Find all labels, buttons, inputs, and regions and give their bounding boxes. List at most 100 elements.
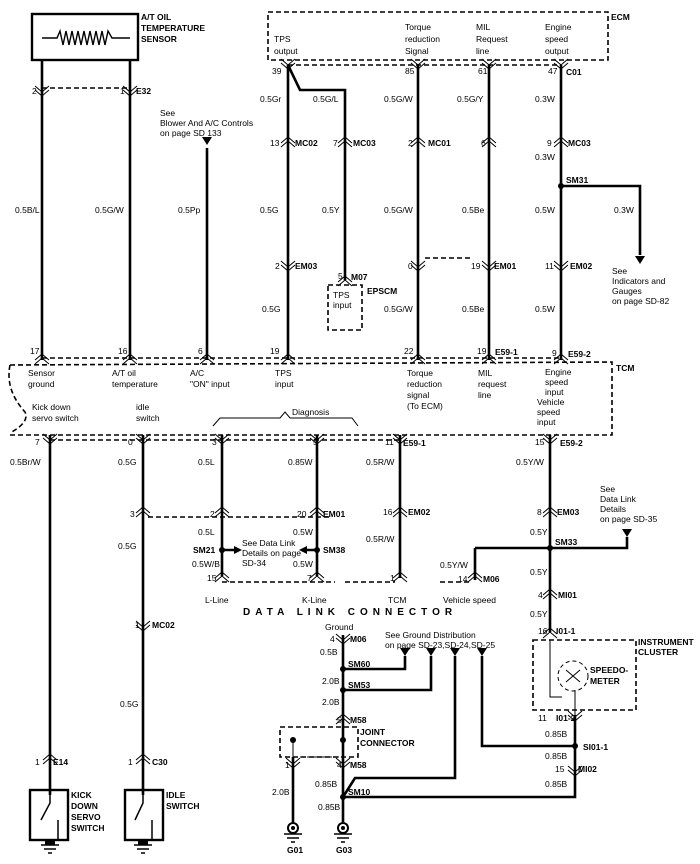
connector-chevron-icon — [337, 275, 353, 287]
tcm-pin-number: 3 — [212, 437, 217, 447]
connector-id: C30 — [152, 757, 168, 767]
connector-chevron-icon — [42, 753, 58, 765]
epscm-box — [327, 284, 363, 331]
note-blower: Blower And A/C Controls — [160, 118, 253, 128]
note-ground-distribution: See Ground Distribution — [385, 630, 476, 640]
wires — [40, 60, 642, 822]
tcm-pin-number: 19 — [270, 346, 280, 356]
connector-id: MC02 — [152, 620, 175, 630]
wire-spec-label: 0.5Pp — [178, 205, 200, 215]
note-data-link-sd34: SD-34 — [242, 558, 266, 568]
connector-pin-number: 19 — [471, 261, 481, 271]
connector-chevron-icon — [481, 58, 497, 70]
connector-pin-number: 4 — [337, 760, 342, 770]
data-link-pin-label: Vehicle speed — [443, 595, 496, 605]
wire-spec-label: 0.85B — [545, 729, 568, 739]
connector-chevron-icon — [337, 136, 353, 148]
connector-chevron-icon — [135, 433, 151, 445]
tcm-pin-label: Kick down — [32, 402, 71, 412]
wire-spec-label: 0.5W — [535, 304, 555, 314]
connector-pin-number: 2 — [408, 138, 413, 148]
tcm-pin-label: servo switch — [32, 413, 79, 423]
connector-chevron-icon — [280, 353, 296, 365]
connector-pin-number: 1 — [128, 757, 133, 767]
wire-spec-label: 0.5Be — [462, 205, 484, 215]
tcm-pin-number: 11 — [385, 437, 394, 447]
wire-spec-label: 0.5G/W — [384, 94, 413, 104]
ecm-pin-number: 39 — [272, 66, 282, 76]
tcm-pin-number: 17 — [30, 346, 40, 356]
tcm-pin-label: MIL — [478, 368, 492, 378]
sensor-title: SENSOR — [141, 34, 177, 44]
connector-id: M07 — [351, 272, 368, 282]
data-link-connector-title: DATA LINK CONNECTOR — [243, 607, 457, 618]
note-indicators: See — [612, 266, 627, 276]
connector-id: EM02 — [408, 507, 430, 517]
wire-spec-label: 0.5Y — [530, 527, 548, 537]
connector-id: MC03 — [568, 138, 591, 148]
wire-spec-label: 0.5Y — [530, 567, 548, 577]
ground-terminal-dot — [341, 826, 345, 830]
wire-spec-label: 0.5G/W — [384, 205, 413, 215]
idle-switch-label: SWITCH — [166, 801, 200, 811]
wire-spec-label: 0.5G — [118, 457, 136, 467]
splice-label: SM21 — [193, 545, 215, 555]
connector-chevron-icon — [280, 260, 296, 272]
kick-down-switch-label: SERVO — [71, 812, 101, 822]
splice-dot — [558, 183, 564, 189]
connector-chevron-icon — [135, 753, 151, 765]
connector-chevron-icon — [481, 353, 497, 365]
splice-label: SM38 — [323, 545, 345, 555]
connector-id: E59-1 — [495, 347, 518, 357]
tcm-pin-label: request — [478, 379, 507, 389]
tcm-pin-label: reduction — [407, 379, 442, 389]
ecm-box — [267, 11, 609, 61]
splice-dot — [340, 687, 346, 693]
wire-spec-label: 0.5B/L — [15, 205, 40, 215]
tcm-pin-number: 19 — [477, 346, 487, 356]
splice-label: SM10 — [348, 787, 370, 797]
switches — [28, 788, 165, 842]
ground-icon — [284, 833, 302, 843]
kick-down-switch-box — [28, 788, 70, 842]
wire-spec-label: 2.0B — [322, 676, 340, 686]
tcm-pin-label: Torque — [407, 368, 433, 378]
wire-spec-label: 0.3W — [614, 205, 634, 215]
connector-chevron-icon — [309, 433, 325, 445]
connector-chevron-icon — [335, 757, 351, 769]
note-indicators: Gauges — [612, 286, 642, 296]
idle-switch-box — [123, 788, 165, 842]
connector-pin-number: 0 — [408, 261, 413, 271]
tcm-pin-label: line — [478, 390, 492, 400]
ecm-pin-label: Torque — [405, 22, 431, 32]
note-data-link-sd34: Details on page — [242, 548, 301, 558]
tcm-pin-label: ground — [28, 379, 55, 389]
tcm-pin-label: temperature — [112, 379, 158, 389]
connector-chevron-icon — [542, 627, 558, 639]
connector-chevron-icon — [135, 506, 151, 518]
connector-pin-number: 7 — [333, 138, 338, 148]
wire-spec-label: 0.5Y/W — [440, 560, 468, 570]
connector-pin-number: 1 — [135, 620, 140, 630]
wire-spec-label: 0.85B — [318, 802, 341, 812]
connector-id: E32 — [136, 86, 151, 96]
tcm-label: TCM — [616, 363, 634, 373]
wire-spec-label: 0.5G/W — [95, 205, 124, 215]
tcm-pin-number: 15 — [535, 437, 545, 447]
speedometer-icon — [557, 660, 589, 692]
note-blower: See — [160, 108, 175, 118]
connector-pin-number: 5 — [337, 715, 342, 725]
ecm-pin-number: 85 — [405, 66, 415, 76]
connector-chevron-icon — [567, 710, 583, 722]
connector-id: I01-1 — [556, 626, 576, 636]
connector-chevron-icon — [309, 506, 325, 518]
data-link-pin-label: Ground — [325, 622, 354, 632]
connector-chevron-icon — [542, 433, 558, 445]
connector-chevron-icon — [214, 433, 230, 445]
splice-dot — [572, 743, 578, 749]
connector-chevron-icon — [135, 620, 151, 632]
connector-id: E59-1 — [403, 438, 426, 448]
connector-id: EM03 — [295, 261, 317, 271]
tcm-pin-number: 7 — [35, 437, 40, 447]
tcm-pin-number: 0 — [128, 437, 133, 447]
